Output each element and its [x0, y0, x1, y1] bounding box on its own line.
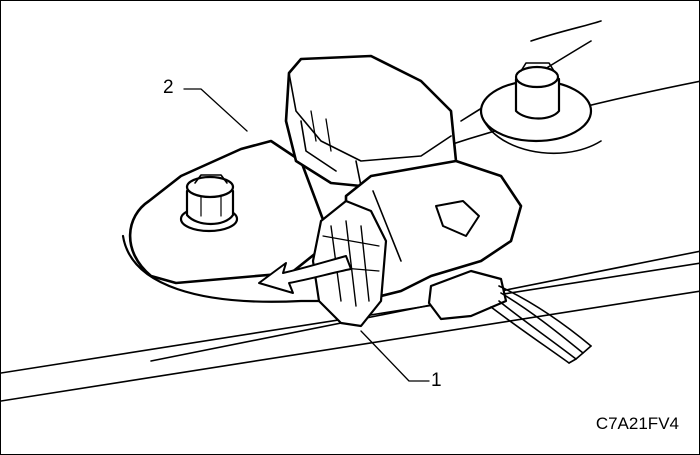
disconnect-arrow [258, 255, 352, 294]
flange-lower-edge [121, 234, 333, 303]
electrical-connector [311, 159, 523, 328]
figure-id: C7A21FV4 [595, 414, 679, 433]
right-mount-bolt [479, 62, 602, 155]
sensor-housing [284, 54, 458, 188]
callout-2-label: 2 [163, 77, 174, 98]
bracket-edge [1, 290, 699, 402]
wiring-harness [490, 285, 592, 364]
callout-leader-1 [360, 330, 430, 382]
bracket-edge [530, 20, 602, 42]
bracket-edge [150, 250, 699, 362]
callout-1-label: 1 [431, 370, 442, 391]
callout-leader-2 [183, 88, 248, 132]
left-mount-bolt [179, 174, 239, 233]
